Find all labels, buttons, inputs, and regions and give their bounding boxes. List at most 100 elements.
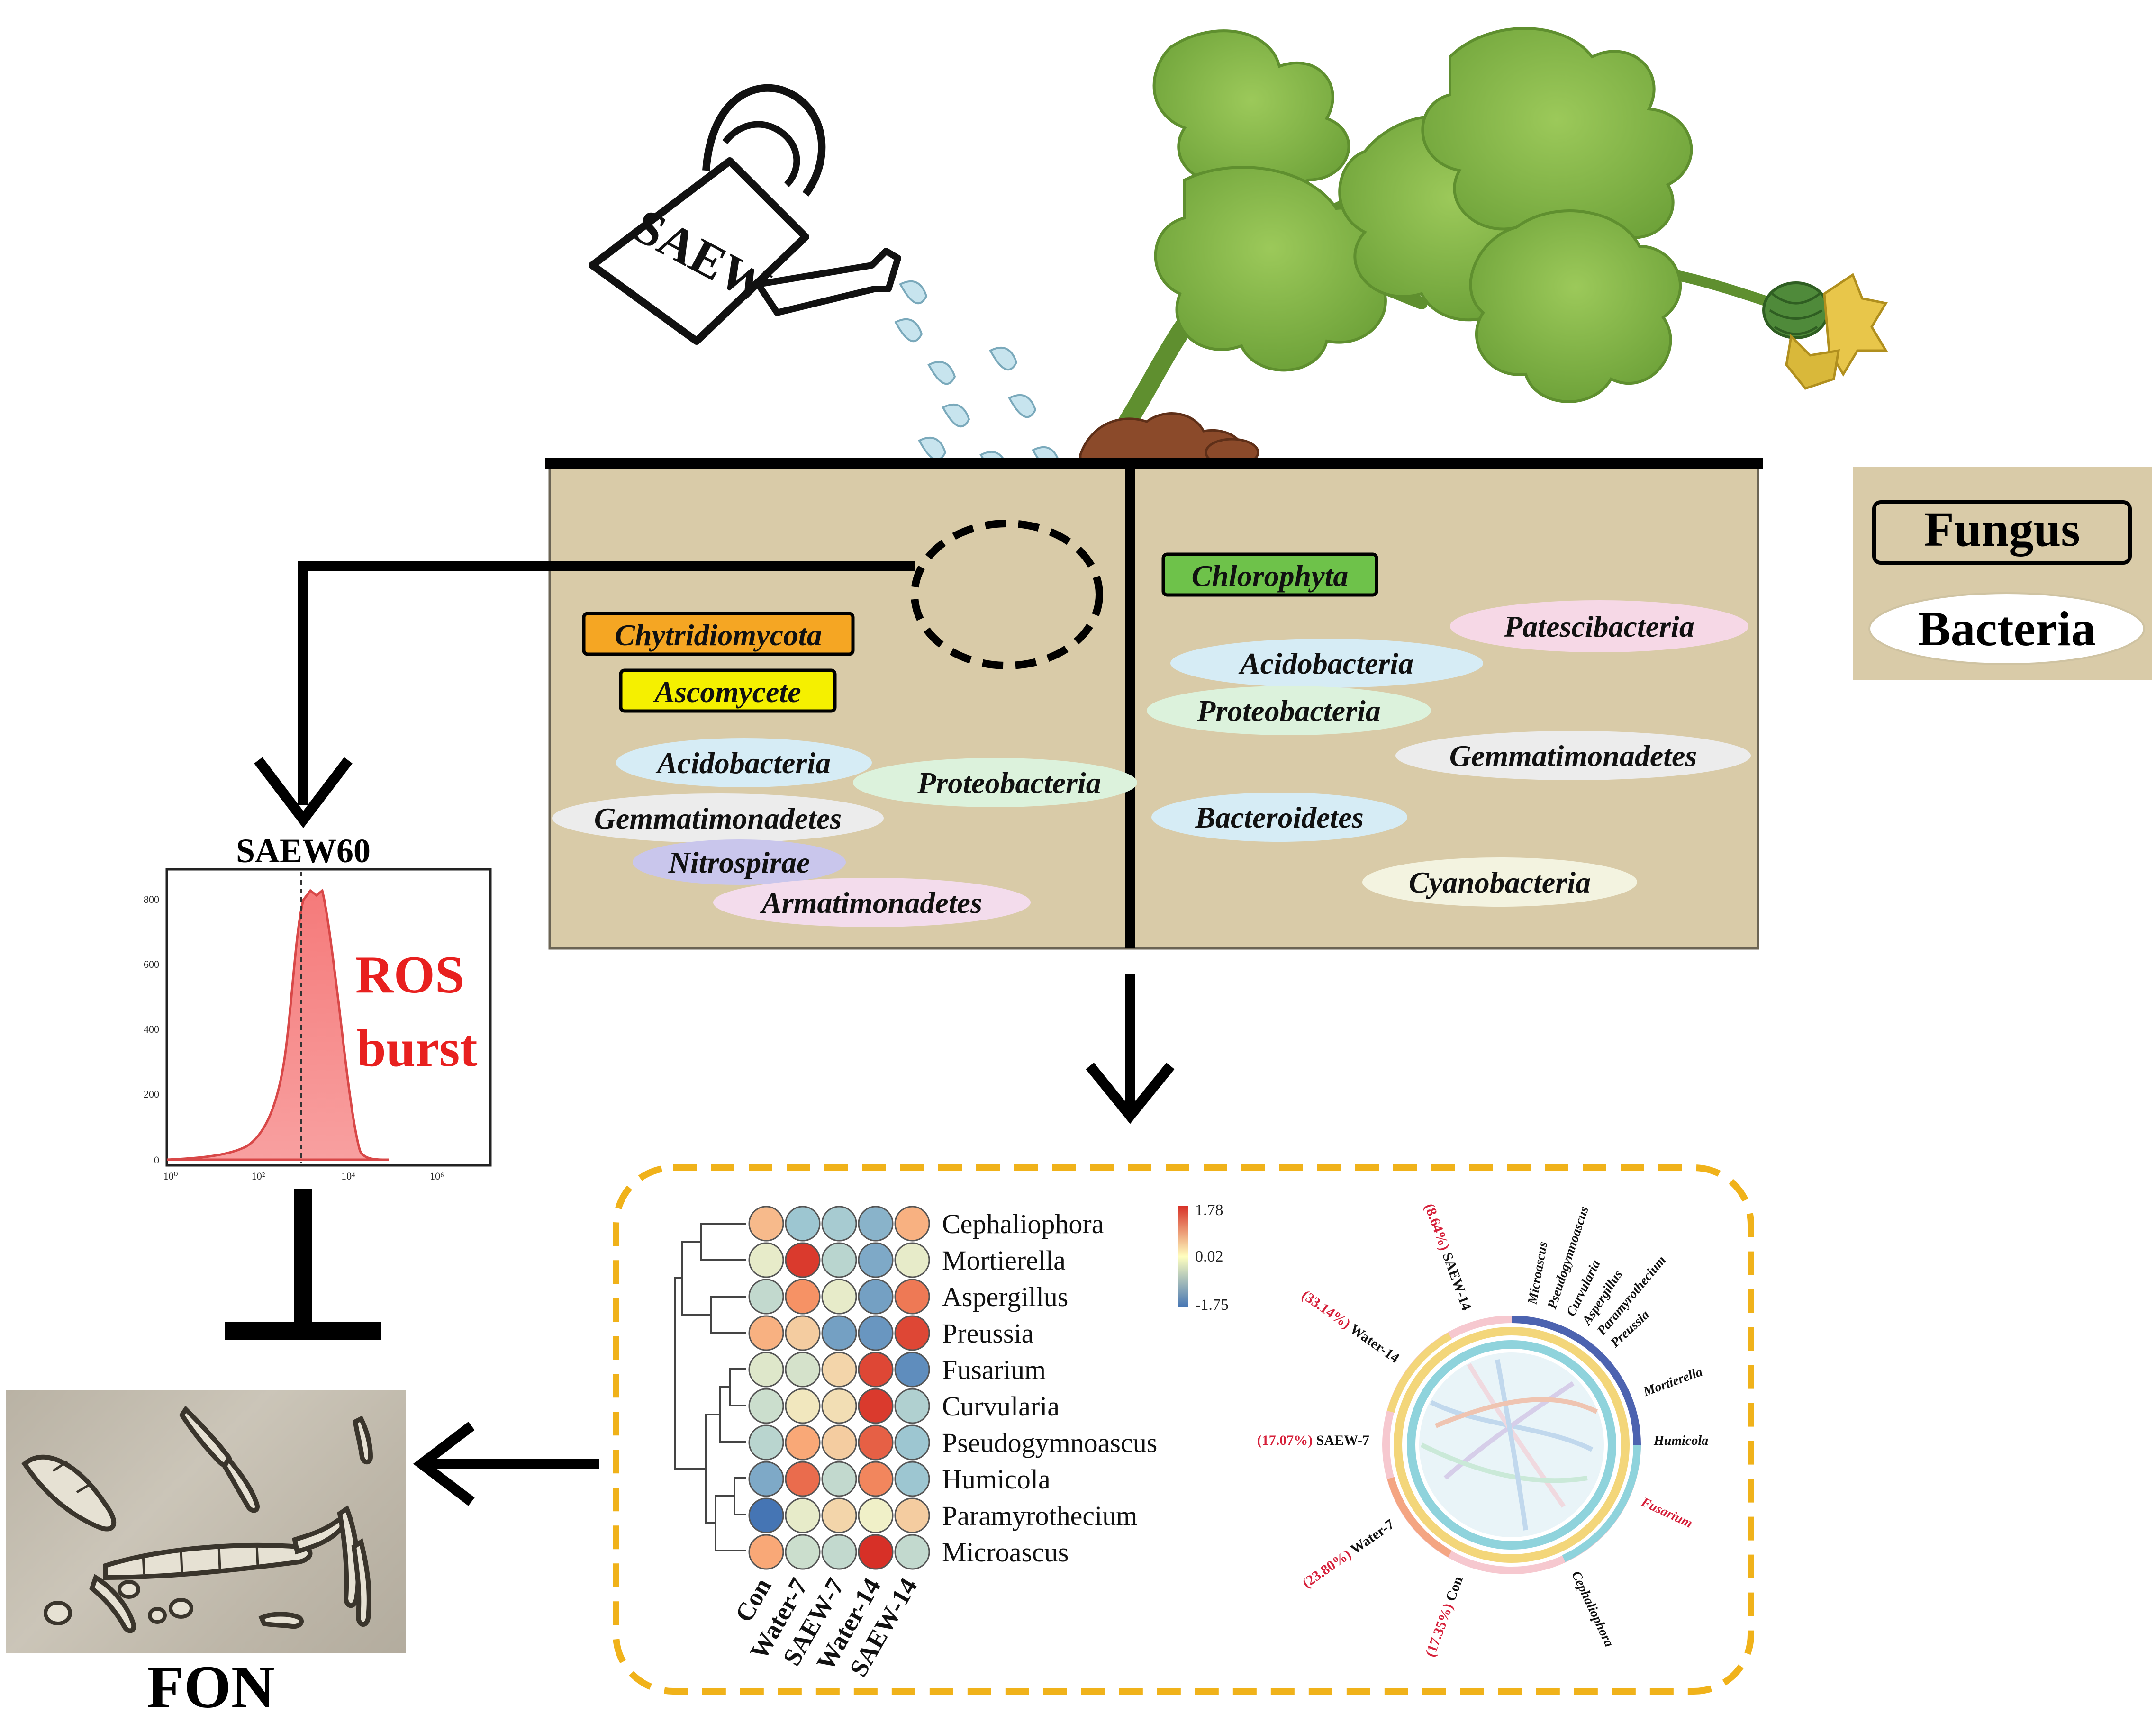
ros-label-line1: ROS — [355, 946, 464, 1004]
inhibition-symbol — [225, 1189, 381, 1340]
heatmap-cell — [821, 1424, 857, 1461]
chord-sample-label: (17.35%) Con — [1422, 1574, 1466, 1659]
right-bacteria-ellipse-0 — [1450, 600, 1748, 652]
right-bacteria-ellipse-1 — [1170, 639, 1483, 688]
heatmap-cell — [821, 1315, 857, 1351]
heatmap-cell — [785, 1352, 821, 1388]
heatmap-cell — [858, 1388, 894, 1424]
left-bacteria-label-2: Gemmatimonadetes — [594, 802, 842, 835]
heatmap-cell — [894, 1388, 930, 1424]
heatmap-cell — [821, 1388, 857, 1424]
heatmap-cell — [894, 1534, 930, 1570]
heatmap-cell — [858, 1315, 894, 1351]
heatmap-cell — [894, 1352, 930, 1388]
heatmap-cell — [821, 1497, 857, 1533]
flow-xtick-1: 10² — [252, 1170, 265, 1182]
heatmap-cell — [785, 1242, 821, 1278]
right-bacteria-label-0: Patescibacteria — [1504, 610, 1694, 643]
chord-sample-label: (23.80%) Water-7 — [1299, 1516, 1397, 1591]
right-fungus-label-0: Chlorophyta — [1192, 559, 1349, 593]
heatmap-cell — [858, 1206, 894, 1242]
flow-title: SAEW60 — [236, 832, 371, 870]
flow-xtick-0: 10⁰ — [163, 1170, 178, 1182]
results-panel — [613, 1164, 1754, 1695]
heatmap-cell — [785, 1206, 821, 1242]
right-bacteria-label-5: Cyanobacteria — [1409, 866, 1591, 899]
chord-sample-label: (8.64%) SAEW-14 — [1422, 1201, 1475, 1312]
flow-ytick-0: 0 — [154, 1154, 159, 1166]
heatmap-row-label: Preussia — [942, 1318, 1033, 1349]
heatmap-cell — [894, 1461, 930, 1497]
heatmap-cell — [858, 1279, 894, 1315]
right-bacteria-ellipse-2 — [1147, 686, 1431, 735]
fon-micrograph — [6, 1390, 406, 1653]
right-bacteria-ellipse-3 — [1395, 731, 1751, 780]
heatmap-row-label: Fusarium — [942, 1354, 1046, 1385]
left-bacteria-ellipse-0 — [616, 738, 872, 787]
heatmap-cell — [748, 1352, 784, 1388]
heatmap-cell — [858, 1242, 894, 1278]
heatmap-row-label: Humicola — [942, 1464, 1051, 1495]
left-fungus-box-0 — [582, 612, 855, 656]
flow-xtick-3: 10⁶ — [430, 1170, 444, 1182]
right-bacteria-ellipse-4 — [1151, 793, 1407, 842]
heatmap-cell — [858, 1461, 894, 1497]
heatmap-cell — [894, 1424, 930, 1461]
heatmap-cell — [748, 1461, 784, 1497]
watering-can-icon: SAEW — [589, 84, 901, 345]
legend-fungus-swatch — [1872, 500, 2132, 565]
heatmap-cell — [894, 1242, 930, 1278]
right-bacteria-label-1: Acidobacteria — [1238, 647, 1413, 680]
heatmap-row-label: Curvularia — [942, 1391, 1060, 1422]
chord-diagram — [1382, 1316, 1641, 1574]
left-soil-taxa: Chytridiomycota Ascomycete Acidobacteria… — [552, 612, 1137, 927]
legend-bacteria-label: Bacteria — [1918, 602, 2095, 656]
left-bacteria-label-4: Armatimonadetes — [760, 886, 982, 920]
flow-histogram: SAEW60 0 200 400 600 800 10⁰ 10² 10⁴ 10⁶… — [144, 832, 492, 1182]
heatmap-dendrogram — [674, 1223, 746, 1551]
left-fungus-label-1: Ascomycete — [652, 675, 801, 709]
heatmap-cell — [748, 1497, 784, 1533]
arrow-left — [413, 1422, 599, 1506]
heatmap-cell — [748, 1206, 784, 1242]
chord-sample-label: (33.14%) Water-14 — [1299, 1287, 1402, 1366]
right-bacteria-label-2: Proteobacteria — [1196, 694, 1380, 728]
heatmap-row-label: Cephaliophora — [942, 1208, 1104, 1239]
heatmap-cell — [894, 1497, 930, 1533]
heatmap-cell — [821, 1279, 857, 1315]
flow-xtick-2: 10⁴ — [341, 1170, 355, 1182]
heatmap-cell — [821, 1534, 857, 1570]
heatmap-cell — [748, 1279, 784, 1315]
heatmap-cell — [858, 1534, 894, 1570]
left-bacteria-ellipse-4 — [713, 878, 1031, 927]
sampling-zone-circle — [911, 520, 1103, 669]
arrow-to-flow — [254, 561, 915, 829]
heatmap-color-scale: 1.78 0.02 -1.75 — [1178, 1201, 1229, 1314]
heatmap-cell — [821, 1242, 857, 1278]
ros-label-line2: burst — [356, 1019, 477, 1078]
heatmap-row-label: Pseudogymnoascus — [942, 1427, 1157, 1458]
chord-sample-label: (17.07%) SAEW-7 — [1257, 1433, 1369, 1448]
heatmap-cell — [785, 1424, 821, 1461]
heatmap-cell — [785, 1315, 821, 1351]
heatmap-cell — [858, 1352, 894, 1388]
flow-ytick-2: 400 — [144, 1023, 159, 1035]
legend: Fungus Bacteria — [1853, 467, 2152, 680]
left-bacteria-ellipse-1 — [853, 758, 1137, 807]
heatmap-cell — [894, 1315, 930, 1351]
heatmap-cell — [748, 1315, 784, 1351]
heatmap-cell — [785, 1534, 821, 1570]
chord-genus-label: Fusarium — [1639, 1495, 1694, 1531]
heatmap-cell — [821, 1206, 857, 1242]
heatmap-cell — [748, 1424, 784, 1461]
flow-ytick-4: 800 — [144, 893, 159, 905]
right-soil-taxa: Chlorophyta Patescibacteria Acidobacteri… — [1147, 552, 1751, 907]
right-bacteria-label-3: Gemmatimonadetes — [1449, 739, 1697, 773]
heatmap-cell — [858, 1424, 894, 1461]
left-bacteria-ellipse-3 — [633, 839, 846, 885]
heatmap-row-label: Paramyrothecium — [942, 1500, 1137, 1531]
left-fungus-box-1 — [619, 668, 837, 713]
right-fungus-box-0 — [1161, 552, 1378, 597]
